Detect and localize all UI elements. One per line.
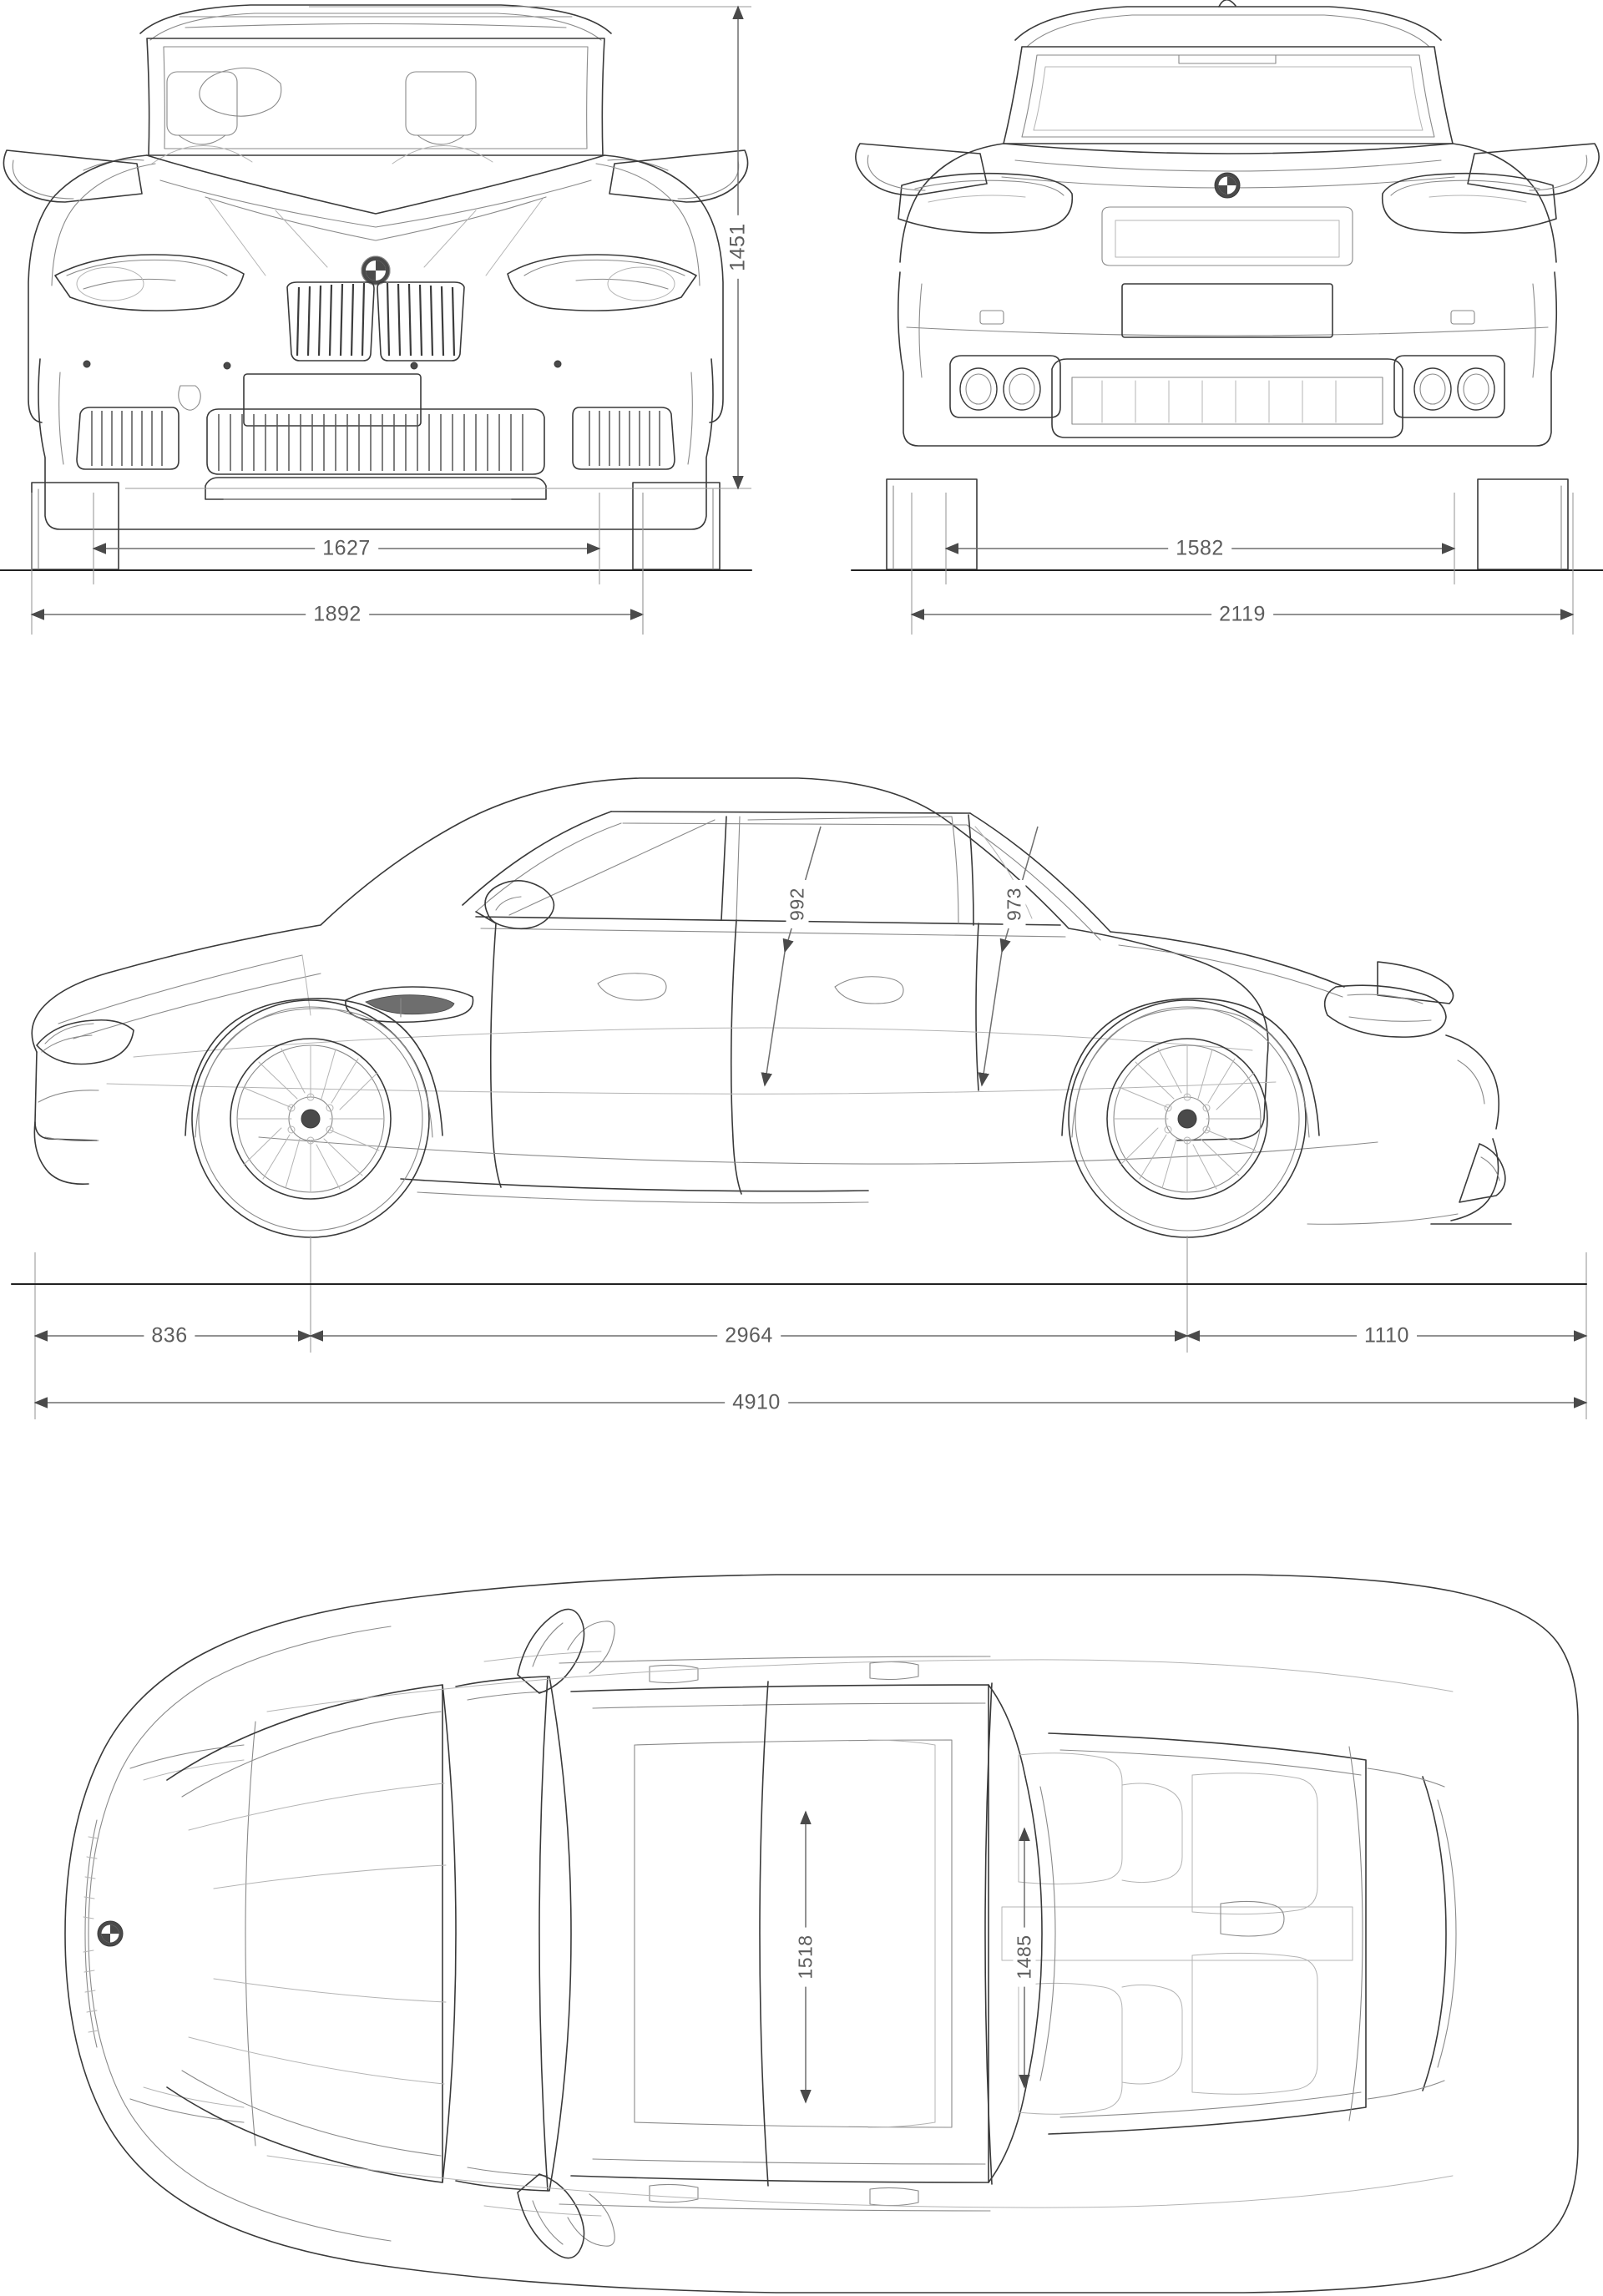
dimension-label-width: 1892 — [306, 602, 369, 627]
dimension-label-width-mirrors: 2119 — [1211, 602, 1273, 627]
dimension-label-rear-overhang: 1110 — [1357, 1323, 1417, 1348]
dimension-label-shoulder-rear: 1485 — [1013, 1927, 1036, 1987]
front-elevation-view — [0, 4, 753, 572]
rear-elevation-view — [850, 0, 1603, 572]
dimension-label-wheelbase: 2964 — [717, 1323, 781, 1348]
top-plan-view — [64, 1574, 1579, 2293]
dimension-label-headroom-front: 992 — [786, 880, 809, 928]
dimension-label-length: 4910 — [725, 1390, 788, 1415]
dimension-label-front-overhang: 836 — [144, 1323, 195, 1348]
dimension-label-height: 1451 — [726, 215, 751, 279]
dimension-label-shoulder-front: 1518 — [794, 1927, 817, 1987]
side-elevation-view — [31, 777, 1512, 1238]
dimension-label-rear-track: 1582 — [1168, 536, 1231, 561]
dimension-label-headroom-rear: 973 — [1003, 880, 1026, 928]
dimension-label-front-track: 1627 — [315, 536, 378, 561]
